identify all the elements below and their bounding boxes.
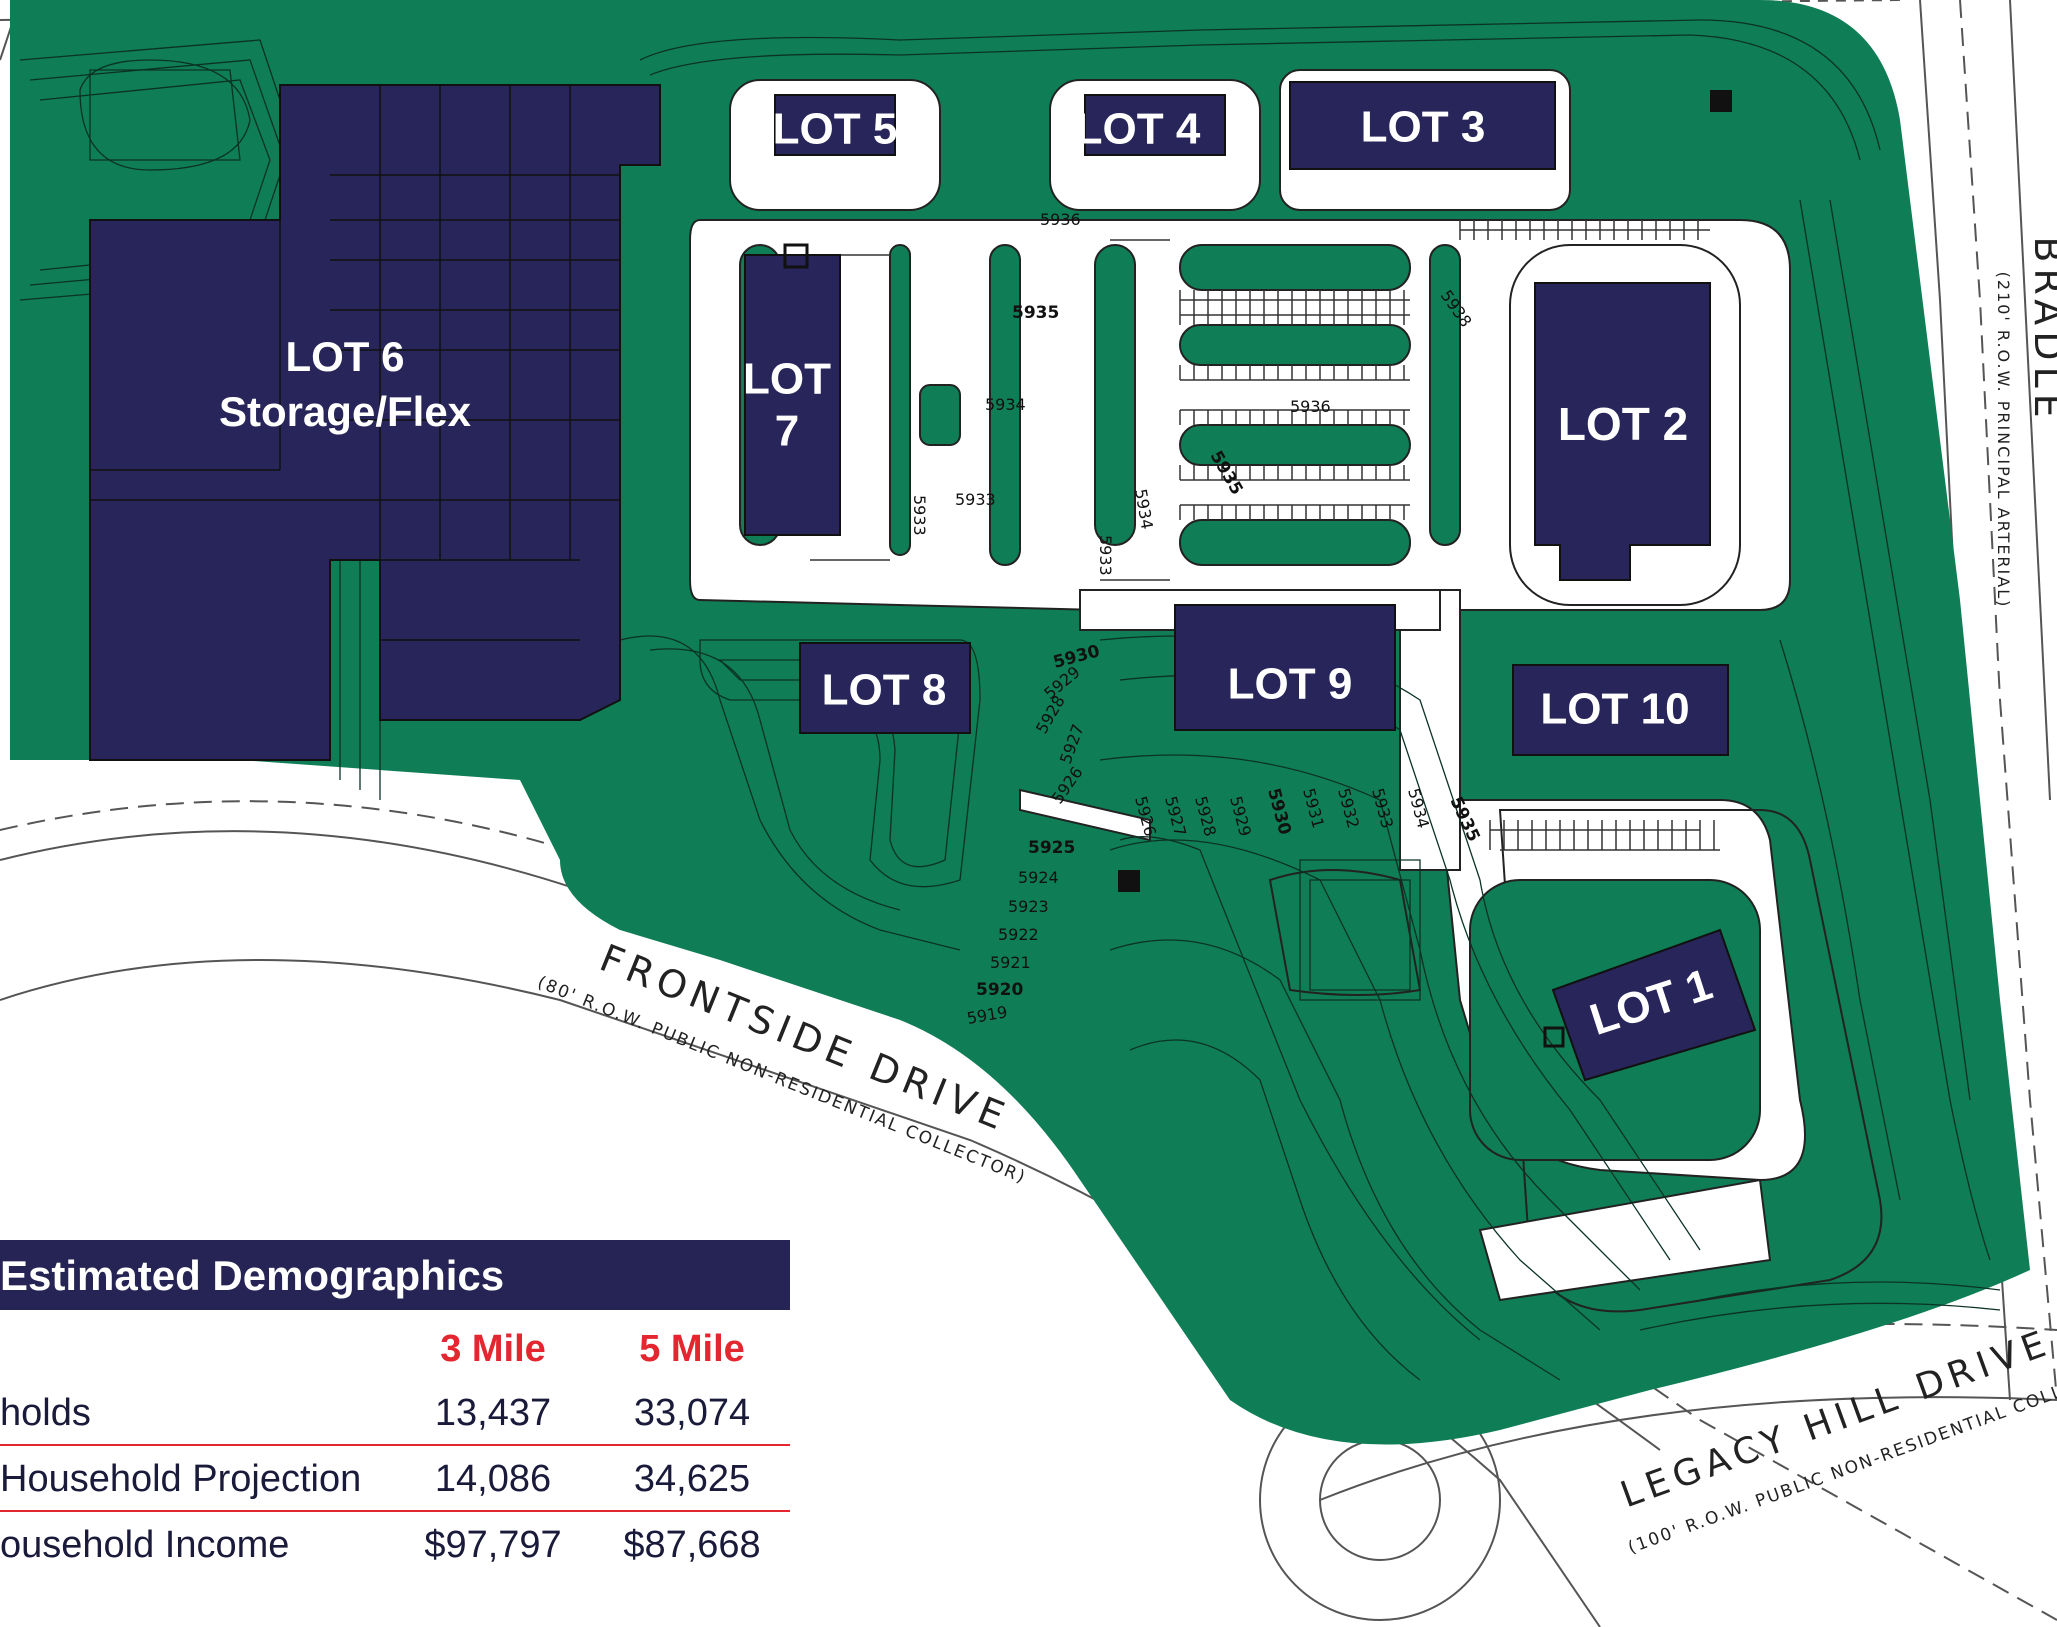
row-value-3-mile: 14,086 <box>434 1458 552 1500</box>
lot-7-label: LOT <box>743 355 831 404</box>
bradley-road-detail: (210' R.O.W. PRINCIPAL ARTERIAL) <box>1994 272 2013 609</box>
contour-label: 5935 <box>1012 303 1059 323</box>
parking-stripes <box>810 229 1720 851</box>
demographics-title: Estimated Demographics <box>0 1240 790 1310</box>
demographics-row: holds 13,437 33,074 <box>0 1380 790 1446</box>
lot-6-sublabel: Storage/Flex <box>219 388 472 435</box>
lot-6-label: LOT 6 <box>285 333 404 380</box>
demographics-row: Household Projection 14,086 34,625 <box>0 1446 790 1512</box>
contour-label: 5933 <box>1096 535 1115 576</box>
demographics-row: ousehold Income $97,797 $87,668 <box>0 1512 790 1576</box>
row-label: ousehold Income <box>0 1524 290 1566</box>
lot-7-sublabel: 7 <box>775 407 799 456</box>
demographics-table: Estimated Demographics 3 Mile 5 Mile hol… <box>0 1240 790 1576</box>
contour-label: 5924 <box>1018 868 1059 887</box>
contour-label: 5933 <box>955 490 996 509</box>
row-label: holds <box>0 1392 91 1434</box>
lot-3-building <box>1289 81 1556 170</box>
row-value-5-mile: 34,625 <box>633 1458 751 1500</box>
contour-label: 5920 <box>976 980 1023 1000</box>
row-value-3-mile: 13,437 <box>434 1392 552 1434</box>
bradley-road-name: BRADLE <box>2026 236 2057 423</box>
lot-7-building <box>744 254 841 536</box>
column-3-mile: 3 Mile <box>440 1328 546 1370</box>
lot-4-building <box>1084 94 1226 156</box>
site-markers <box>783 90 1732 1048</box>
lot-9-label: LOT 9 <box>1228 660 1353 709</box>
row-value-5-mile: 33,074 <box>633 1392 751 1434</box>
row-value-5-mile: $87,668 <box>623 1524 761 1566</box>
contour-label: 5933 <box>910 495 929 536</box>
column-5-mile: 5 Mile <box>639 1328 745 1370</box>
lot-9-building <box>1174 604 1396 731</box>
lot-10-building <box>1512 664 1729 756</box>
contour-label: 5921 <box>990 953 1031 972</box>
lot-8-label: LOT 8 <box>822 666 947 715</box>
lot-1-building <box>1551 928 1757 1082</box>
contour-label: 5922 <box>998 925 1039 944</box>
lot-2-building <box>1534 282 1711 581</box>
contour-label: 5923 <box>1008 897 1049 916</box>
contour-label: 5925 <box>1028 838 1075 858</box>
row-label: Household Projection <box>0 1458 362 1500</box>
demographics-column-headers: 3 Mile 5 Mile <box>0 1310 790 1380</box>
lot-8-building <box>799 642 971 734</box>
parking-stall-lines <box>1179 220 1715 850</box>
lot-6-internal-lines <box>90 85 620 641</box>
contour-label: 5936 <box>1040 210 1081 229</box>
lot-3-label: LOT 3 <box>1361 103 1486 152</box>
lot-5-building <box>774 94 896 156</box>
lot-buildings <box>89 81 1757 1082</box>
lot-5-label: LOT 5 <box>773 105 898 154</box>
row-value-3-mile: $97,797 <box>424 1524 562 1566</box>
contour-label: 5936 <box>1290 397 1331 416</box>
lot-10-label: LOT 10 <box>1540 685 1689 734</box>
lot-4-label: LOT 4 <box>1076 105 1201 154</box>
lot-2-label: LOT 2 <box>1558 398 1688 450</box>
contour-label: 5934 <box>985 395 1026 414</box>
